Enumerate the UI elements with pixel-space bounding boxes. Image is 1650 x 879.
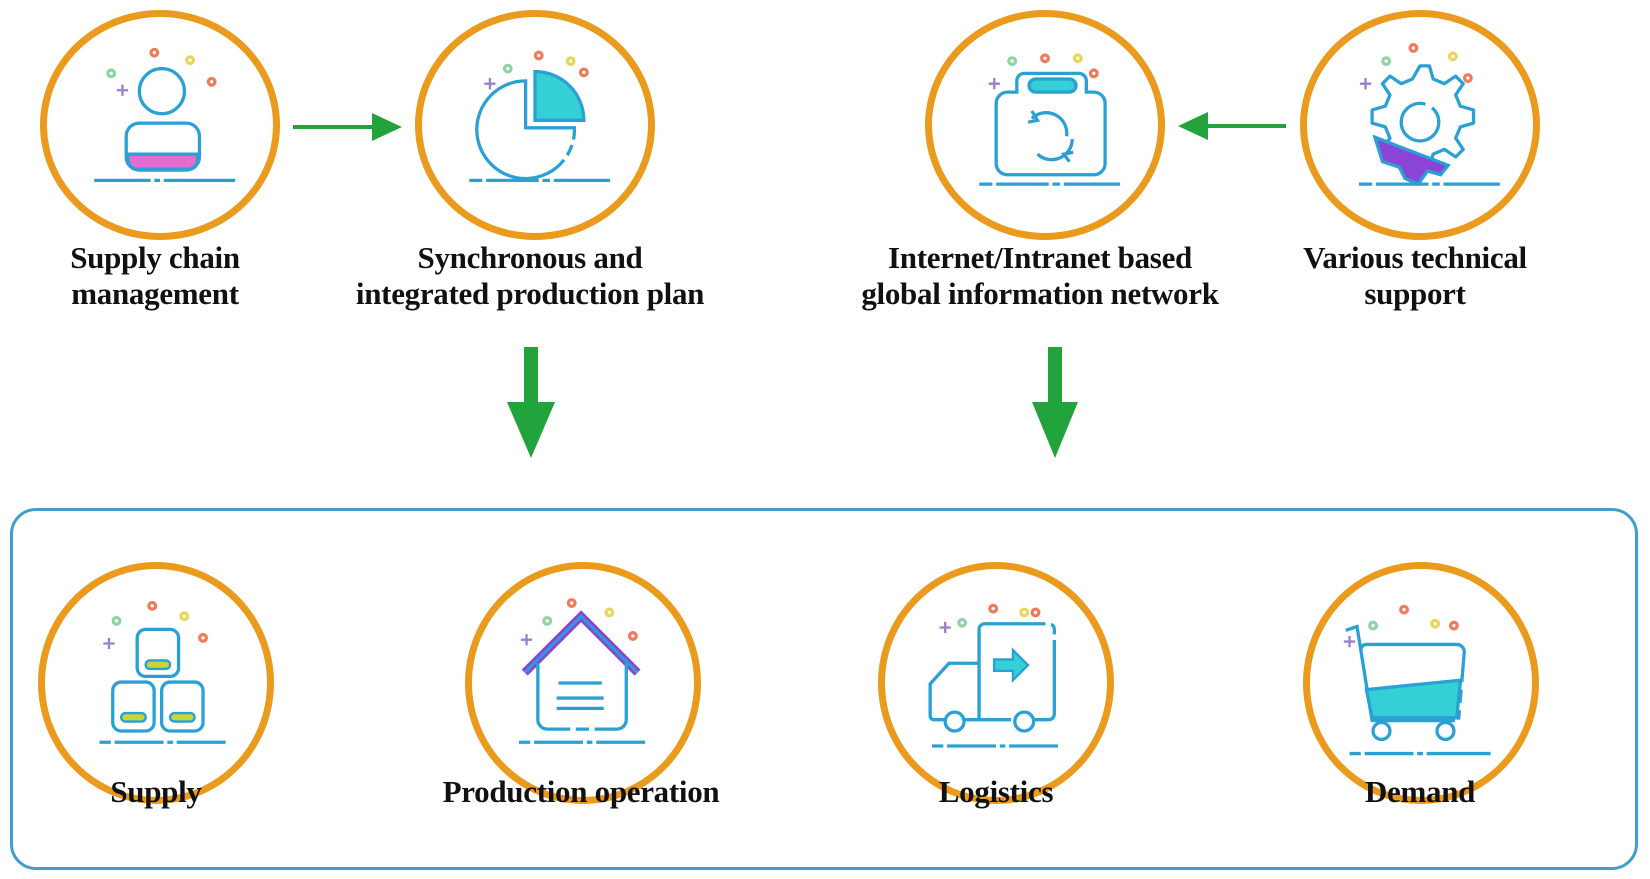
arrow-down-icon <box>1032 347 1078 458</box>
gear-icon <box>1358 43 1500 187</box>
node-label: Synchronous and integrated production pl… <box>356 240 704 312</box>
label-line-2: global information network <box>861 276 1219 311</box>
arrow-left-icon <box>1178 112 1286 140</box>
label-text: Logistics <box>938 774 1054 809</box>
node-label: Supply chain management <box>70 240 240 312</box>
ring <box>1303 562 1539 804</box>
label-line-2: integrated production plan <box>355 276 705 311</box>
node-label: Supply <box>110 774 202 810</box>
ring <box>40 10 280 240</box>
person-icon <box>94 47 236 183</box>
pie-chart-icon <box>469 50 611 183</box>
ring <box>878 562 1114 804</box>
sync-bag-icon <box>979 53 1121 186</box>
warehouse-icon <box>519 598 646 744</box>
node-label: Various technical support <box>1303 240 1527 312</box>
bottom-group-frame <box>10 508 1638 870</box>
arrow-right-icon <box>293 113 402 141</box>
cart-icon <box>1343 604 1491 756</box>
label-text: Production operation <box>442 774 720 809</box>
truck-icon <box>928 603 1059 748</box>
ring <box>1300 10 1540 240</box>
boxes-icon <box>99 600 226 744</box>
ring <box>415 10 655 240</box>
ring <box>925 10 1165 240</box>
node-label: Internet/Intranet based global informati… <box>861 240 1219 312</box>
node-label: Production operation <box>443 774 720 810</box>
label-line-1: Internet/Intranet based <box>888 240 1192 275</box>
label-line-1: Synchronous and <box>417 240 643 275</box>
arrow-down-icon <box>507 347 555 458</box>
label-line-2: management <box>71 276 239 311</box>
ring <box>465 562 701 804</box>
label-text: Demand <box>1364 774 1476 809</box>
ring <box>38 562 274 804</box>
node-label: Demand <box>1365 774 1475 810</box>
label-line-1: Supply chain <box>70 240 240 275</box>
node-label: Logistics <box>938 774 1054 810</box>
label-text: Supply <box>110 774 202 809</box>
label-line-1: Various technical <box>1303 240 1527 275</box>
label-line-2: support <box>1364 276 1466 311</box>
